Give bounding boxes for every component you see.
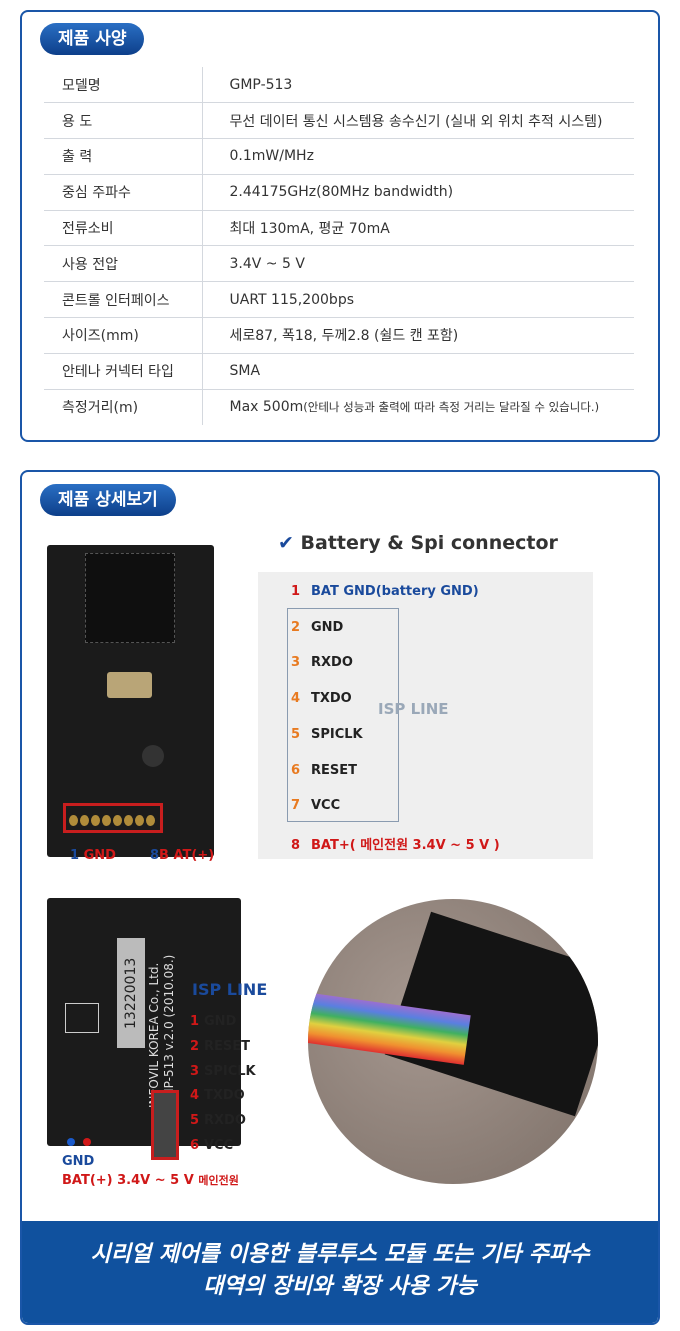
- serial-label: 13220013: [117, 938, 145, 1048]
- spec-value: Max 500m(안테나 성능과 출력에 따라 측정 거리는 달라질 수 있습니…: [229, 399, 600, 416]
- board-front-image: [47, 545, 214, 857]
- spec-key: 안테나 커넥터 타입: [44, 353, 203, 390]
- board1-bat-label: 8B AT(+): [150, 848, 215, 863]
- spec-key: 콘트롤 인터페이스: [44, 281, 203, 319]
- isp-line-label: ISP LINE: [378, 700, 449, 718]
- spec-key: 전류소비: [44, 210, 203, 247]
- spec-key: 용 도: [44, 102, 203, 140]
- detail-panel: 제품 상세보기 1 GND 8B AT(+) ✔ Battery & Spi c…: [20, 470, 660, 1325]
- spec-key: 측정거리(m): [44, 389, 203, 425]
- isp-connector-highlight: [151, 1090, 179, 1160]
- spec-value: 세로87, 폭18, 두께2.8 (쉴드 캔 포함): [202, 317, 634, 354]
- spec-value: 2.44175GHz(80MHz bandwidth): [202, 174, 634, 211]
- maker-label: INFOVIL KOREA Co., Ltd.GMP-513 v.2.0 (20…: [147, 954, 176, 1108]
- isp-line-frame: [287, 608, 399, 822]
- spec-value: UART 115,200bps: [202, 281, 634, 319]
- board1-gnd-label: 1 GND: [70, 848, 116, 863]
- board-back-image: 13220013 INFOVIL KOREA Co., Ltd.GMP-513 …: [47, 898, 241, 1160]
- spec-key: 출 력: [44, 138, 203, 175]
- spec-value: GMP-513: [202, 67, 634, 104]
- spec-row: 측정거리(m) Max 500m(안테나 성능과 출력에 따라 측정 거리는 달라…: [44, 389, 634, 425]
- feature-banner: 시리얼 제어를 이용한 블루투스 모듈 또는 기타 주파수 대역의 장비와 확장…: [22, 1221, 658, 1323]
- spec-value: 무선 데이터 통신 시스템용 송수신기 (실내 외 위치 추적 시스템): [202, 102, 634, 140]
- spec-value: 최대 130mA, 평균 70mA: [202, 210, 634, 247]
- isp-title: ISP LINE: [192, 980, 268, 999]
- spec-key: 사이즈(mm): [44, 317, 203, 354]
- spec-value: 3.4V ~ 5 V: [202, 245, 634, 283]
- board2-gnd-label: GND: [62, 1154, 95, 1169]
- spec-row: 사이즈(mm)세로87, 폭18, 두께2.8 (쉴드 캔 포함): [44, 317, 634, 354]
- connector-heading: ✔ Battery & Spi connector: [278, 532, 558, 554]
- spec-title: 제품 사양: [40, 23, 145, 55]
- spec-key: 사용 전압: [44, 245, 203, 283]
- spec-key: 중심 주파수: [44, 174, 203, 211]
- check-icon: ✔: [278, 532, 294, 554]
- spec-value: SMA: [202, 353, 634, 390]
- connector-highlight: [63, 803, 163, 833]
- board2-bat-label: BAT(+) 3.4V ~ 5 V 메인전원: [62, 1173, 239, 1188]
- module-photo: [308, 899, 598, 1184]
- spec-value: 0.1mW/MHz: [202, 138, 634, 175]
- detail-title: 제품 상세보기: [40, 484, 176, 516]
- spec-key: 모델명: [44, 67, 203, 104]
